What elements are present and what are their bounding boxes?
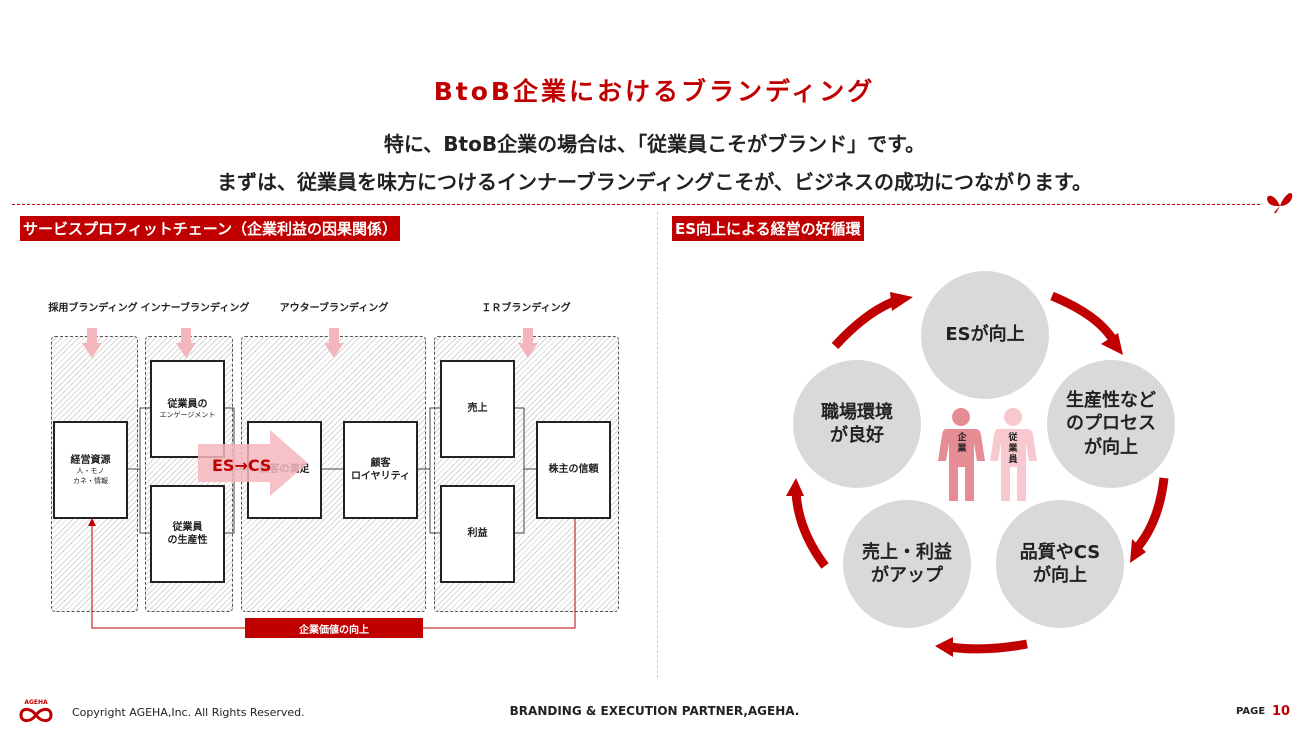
- sales-label: 売上: [467, 403, 488, 415]
- left-section-title: サービスプロフィットチェーン（企業利益の因果関係）: [20, 216, 400, 241]
- cycle-sales-profit-up: 売上・利益 がアップ: [843, 500, 971, 628]
- box-customer-loyalty: 顧客 ロイヤリティ: [343, 421, 418, 519]
- section-divider: [657, 212, 658, 678]
- engagement-label-1: 従業員の: [167, 398, 208, 410]
- shareholder-label: 株主の信頼: [548, 464, 599, 476]
- butterfly-icon: [1267, 192, 1293, 214]
- flow-connectors: [82, 328, 576, 629]
- page-label: PAGE: [1236, 706, 1266, 717]
- cycle-workplace-good: 職場環境 が良好: [793, 360, 921, 488]
- figure-employee-label: 従業員: [1008, 433, 1018, 465]
- lead-line-1: 特に、BtoB企業の場合は、「従業員こそがブランド」です。: [383, 132, 926, 156]
- loyalty-label-1: 顧客: [370, 457, 391, 469]
- copyright: Copyright AGEHA,Inc. All Rights Reserved…: [72, 706, 305, 719]
- box-employee-productivity: 従業員 の生産性: [150, 485, 225, 583]
- cycle-productivity-up: 生産性など のプロセス が向上: [1047, 360, 1175, 488]
- box-employee-engagement: 従業員の エンゲージメント: [150, 360, 225, 458]
- people-icon: [938, 408, 1037, 501]
- productivity-label-1: 従業員: [172, 521, 203, 533]
- phase-label-ir: ＩＲブランディング: [481, 303, 571, 314]
- ageha-logo: AGEHA: [19, 699, 53, 723]
- corporate-value-label: 企業価値の向上: [245, 618, 423, 638]
- box-sales: 売上: [440, 360, 515, 458]
- page-title: BtoB企業におけるブランディング: [433, 77, 876, 106]
- resources-sub-1: 人・モノ: [76, 467, 105, 476]
- phase-label-outer: アウターブランディング: [279, 303, 389, 314]
- engagement-label-2: エンゲージメント: [159, 411, 216, 420]
- header-divider: [12, 204, 1260, 205]
- loyalty-label-2: ロイヤリティ: [350, 471, 411, 482]
- profit-label: 利益: [467, 528, 488, 540]
- es-cs-label: ES→CS: [212, 456, 272, 475]
- right-section-title: ES向上による経営の好循環: [672, 216, 864, 241]
- es-cs-arrow: [198, 430, 308, 496]
- cycle-quality-cs-up: 品質やCS が向上: [996, 500, 1124, 628]
- footer-tagline: BRANDING & EXECUTION PARTNER,AGEHA.: [509, 704, 800, 718]
- lead-line-2: まずは、従業員を味方につけるインナーブランディングこそが、ビジネスの成功につなが…: [217, 170, 1092, 194]
- cycle-arrows: [786, 291, 1169, 657]
- resources-sub-2: カネ・情報: [73, 476, 108, 485]
- phase-label-recruit: 採用ブランディング: [48, 303, 138, 314]
- cycle-es-up: ESが向上: [921, 271, 1049, 399]
- box-shareholder-trust: 株主の信頼: [536, 421, 611, 519]
- box-profit: 利益: [440, 485, 515, 583]
- svg-text:AGEHA: AGEHA: [24, 699, 48, 706]
- page-number: 10: [1272, 704, 1291, 719]
- phase-label-inner: インナーブランディング: [140, 303, 250, 314]
- productivity-label-2: の生産性: [167, 535, 208, 546]
- resources-label: 経営資源: [70, 454, 111, 466]
- box-management-resources: 経営資源 人・モノ カネ・情報: [53, 421, 128, 519]
- figure-company-label: 企業: [957, 433, 967, 454]
